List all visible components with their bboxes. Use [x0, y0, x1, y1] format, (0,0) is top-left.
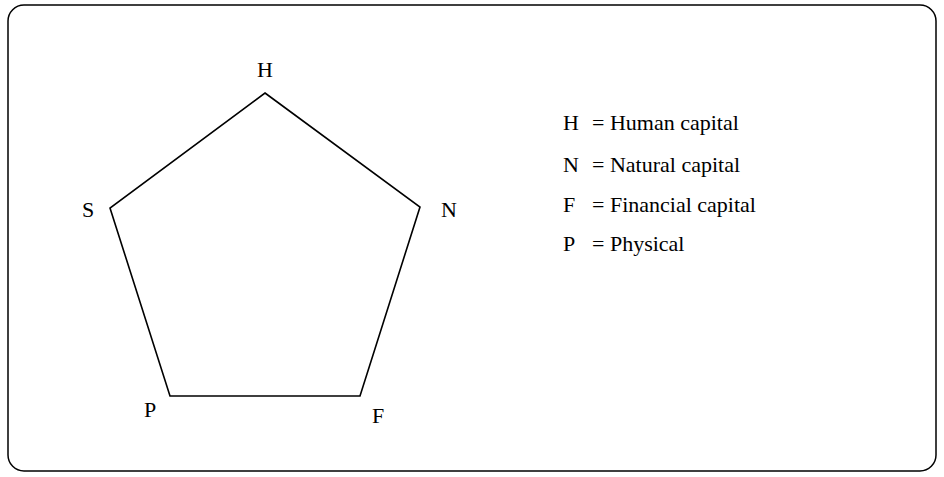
legend-key: P [563, 232, 575, 256]
legend-description: = Physical [592, 232, 684, 256]
legend-key: N [563, 153, 579, 177]
legend-key: H [563, 111, 579, 135]
legend-description: = Human capital [592, 111, 739, 135]
legend-description: = Natural capital [592, 153, 740, 177]
vertex-label: F [372, 404, 384, 428]
pentagon-outline [110, 93, 420, 396]
vertex-label: S [82, 198, 94, 222]
legend-key: F [563, 193, 575, 217]
vertex-label: P [144, 398, 156, 422]
vertex-label: H [257, 58, 273, 82]
legend-description: = Financial capital [592, 193, 756, 217]
vertex-label: N [441, 198, 457, 222]
frame-border [8, 5, 936, 471]
